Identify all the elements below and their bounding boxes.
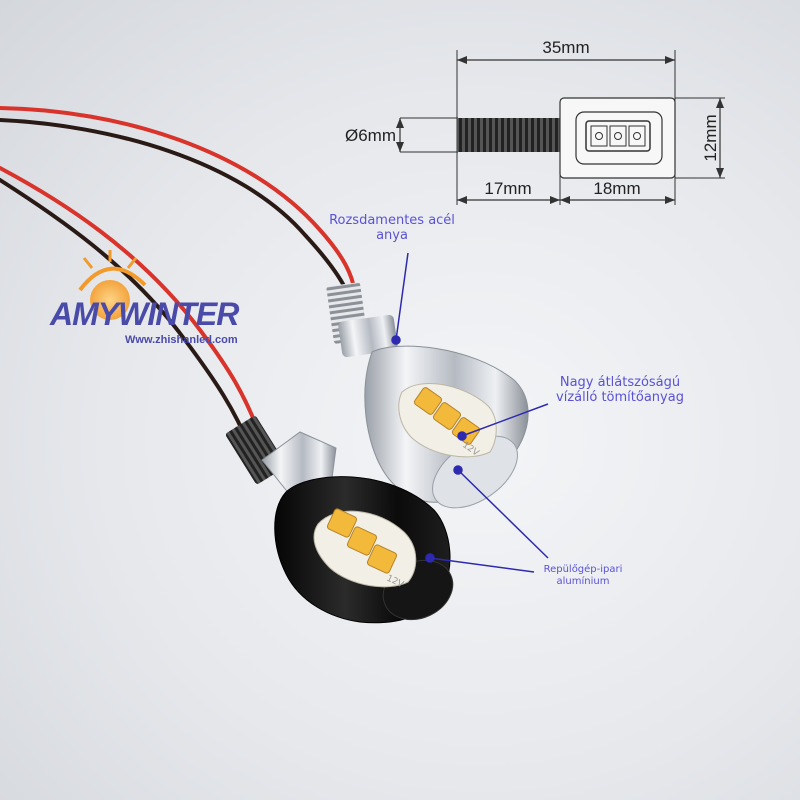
dimension-diagram: 35mm Ø6mm 17mm 18mm 12mm <box>345 38 725 205</box>
annotation-aluminum: Repülőgép-ipari alumínium <box>543 564 623 587</box>
annotation-nut: Rozsdamentes acél anya <box>329 213 455 243</box>
dim-thread-length: 17mm <box>484 179 531 198</box>
leader-lines <box>391 252 549 573</box>
logo-sun-icon <box>78 250 147 320</box>
annotation-sealant: Nagy átlátszóságú vízálló tömítőanyag <box>556 375 684 405</box>
brand-logo: AMYWINTER <box>50 296 239 332</box>
dim-body-length: 18mm <box>593 179 640 198</box>
chrome-led-module <box>326 282 529 509</box>
dim-diameter: Ø6mm <box>345 126 396 145</box>
wires <box>0 106 357 450</box>
brand-website: Www.zhishanled.com <box>125 334 238 346</box>
black-led-module <box>225 416 454 624</box>
dim-height: 12mm <box>701 114 720 161</box>
dim-total-length: 35mm <box>542 38 589 57</box>
